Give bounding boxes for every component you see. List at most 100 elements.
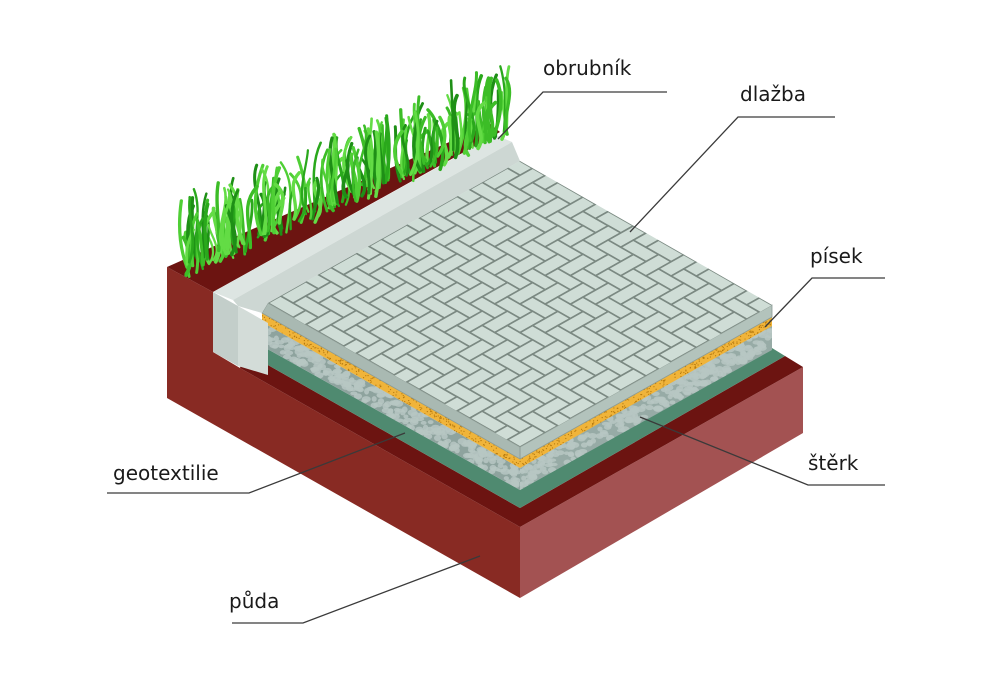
sand-grain xyxy=(698,360,700,362)
grass-blade xyxy=(341,159,350,199)
grass-blade xyxy=(187,196,195,264)
sand-grain xyxy=(506,454,508,456)
sand-grain xyxy=(758,328,761,331)
gravel-pebble xyxy=(720,370,727,378)
gravel-pebble xyxy=(384,401,392,408)
sand-grain xyxy=(601,416,603,419)
sand-grain xyxy=(718,353,721,356)
sand-grain xyxy=(415,401,417,403)
label-gravel-text: štěrk xyxy=(808,451,859,475)
gravel-pebble xyxy=(288,341,295,347)
sand-grain xyxy=(537,451,539,453)
sand-grain xyxy=(420,409,422,411)
grass-blade xyxy=(492,78,503,137)
grass-blade xyxy=(401,124,410,177)
gravel-pebble xyxy=(461,442,470,447)
gravel-pebble xyxy=(590,438,597,444)
gravel-pebble xyxy=(475,459,483,465)
gravel-pebble xyxy=(550,449,558,454)
sand-grain xyxy=(647,393,650,395)
gravel-pebble xyxy=(539,462,546,467)
gravel-pebble xyxy=(588,432,597,439)
sand-grain xyxy=(318,350,320,352)
gravel-pebble xyxy=(333,378,343,385)
sand-grain xyxy=(694,364,697,366)
sand-grain xyxy=(649,393,651,395)
sand-grain xyxy=(263,316,266,318)
grass-blade xyxy=(446,115,454,159)
sand-grain xyxy=(408,403,410,406)
sand-grain xyxy=(593,420,595,422)
sand-grain xyxy=(625,406,627,409)
paving-tile xyxy=(707,311,749,335)
sand-grain xyxy=(697,364,699,366)
gravel-pebble xyxy=(361,399,368,404)
sand-grain xyxy=(298,337,300,339)
sand-grain xyxy=(533,453,535,456)
sand-grain xyxy=(275,328,277,330)
sand-grain xyxy=(687,371,689,374)
sand-grain xyxy=(545,448,548,450)
sand-grain xyxy=(398,397,400,399)
sand-grain xyxy=(753,333,756,335)
sand-grain xyxy=(580,428,583,430)
sand-grain xyxy=(356,373,358,375)
sand-grain xyxy=(370,381,372,383)
sand-grain xyxy=(512,461,514,463)
sand-grain xyxy=(620,409,622,411)
sand-grain xyxy=(458,432,460,434)
sand-grain xyxy=(628,399,630,401)
sand-grain xyxy=(370,378,372,380)
sand-grain xyxy=(721,351,723,353)
gravel-pebble xyxy=(510,473,518,478)
sand-grain xyxy=(766,321,768,323)
sand-grain xyxy=(713,351,715,353)
sand-grain xyxy=(556,439,558,442)
sand-grain xyxy=(488,442,490,445)
grass-blade xyxy=(291,171,301,221)
sand-grain xyxy=(362,377,365,379)
gravel-pebble xyxy=(272,344,279,349)
sand-grain xyxy=(604,416,606,418)
sand-grain xyxy=(293,336,295,338)
gravel-pebble xyxy=(388,408,394,413)
gravel-pebble xyxy=(687,373,693,378)
sand-grain xyxy=(605,411,608,413)
sand-grain xyxy=(740,335,742,338)
sand-grain xyxy=(707,357,709,359)
grass-blade xyxy=(218,191,231,250)
sand-grain xyxy=(483,444,485,446)
sand-grain xyxy=(535,456,537,458)
sand-grain xyxy=(528,455,531,457)
sand-grain xyxy=(472,439,475,441)
sand-grain xyxy=(680,375,682,378)
grass-blade xyxy=(483,76,494,134)
sand-grain xyxy=(751,331,753,334)
grass-blade xyxy=(476,100,487,145)
sand-grain xyxy=(492,449,495,451)
sand-grain xyxy=(517,462,519,465)
label-curb: obrubník xyxy=(497,56,667,140)
sand-grain xyxy=(268,317,271,320)
sand-grain xyxy=(612,411,614,413)
gravel-pebble xyxy=(601,421,610,426)
sand-grain xyxy=(719,350,721,352)
sand-grain xyxy=(340,359,342,361)
grass-blade xyxy=(215,181,221,253)
sand-grain xyxy=(736,341,738,343)
soil-right-face xyxy=(520,367,803,598)
sand-grain xyxy=(491,445,493,448)
label-soil-text: půda xyxy=(229,589,279,613)
sand-grain xyxy=(327,350,329,353)
sand-grain xyxy=(401,393,403,395)
grass-blade xyxy=(328,136,339,204)
grass-blade xyxy=(253,163,265,237)
gravel-pebble xyxy=(418,412,426,419)
gravel-pebble xyxy=(663,403,670,408)
gravel-pebble xyxy=(512,477,520,484)
sand-grain xyxy=(310,347,312,350)
sand-grain xyxy=(685,369,687,371)
sand-grain xyxy=(763,326,765,328)
sand-grain xyxy=(408,402,410,404)
sand-grain xyxy=(574,430,576,432)
